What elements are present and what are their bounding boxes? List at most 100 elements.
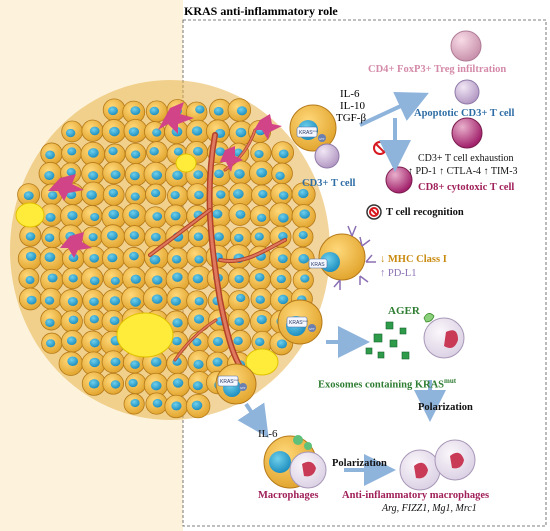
tumor-cell-nucleus xyxy=(68,315,79,325)
exosomes-label: Exosomes containing KRASmut xyxy=(318,377,457,391)
tumor-cell-nucleus xyxy=(193,146,203,156)
tumor-cell-nucleus xyxy=(88,379,100,389)
kras-tag-text: KRAS xyxy=(311,262,325,268)
tumor-cell-nucleus xyxy=(215,147,225,156)
tumor-cell-nucleus xyxy=(300,274,310,283)
anti-macrophages-label: Anti-inflammatory macrophages xyxy=(342,490,490,501)
tumor-cell-nucleus xyxy=(68,253,79,262)
panel-title: KRAS anti-inflammatory role xyxy=(184,4,338,18)
tumor-cell-nucleus xyxy=(152,128,162,137)
tumor-cell-nucleus xyxy=(236,106,248,116)
cd3-t-cell-label: CD3+ T cell xyxy=(302,178,356,189)
tumor-cell-nucleus xyxy=(212,357,223,367)
tumor-cell-nucleus xyxy=(67,356,79,366)
gtp-tag: GTP xyxy=(319,137,325,141)
tumor-cell-nucleus xyxy=(109,316,120,326)
tumor-cell-nucleus xyxy=(110,380,121,389)
tumor-cell-nucleus xyxy=(25,232,36,241)
tumor-cell-nucleus xyxy=(152,212,163,221)
tumor-cell-nucleus xyxy=(86,190,97,200)
t-cell-recognition-label: T cell recognition xyxy=(386,207,464,218)
tumor-cell-nucleus xyxy=(254,337,265,347)
exosomes xyxy=(365,313,465,360)
tumor-cell-nucleus xyxy=(128,378,138,388)
tumor-cell-nucleus xyxy=(44,252,56,262)
apoptotic-label: Apoptotic CD3+ T cell xyxy=(414,108,515,119)
tumor-cell-nucleus xyxy=(26,295,37,305)
tumor-cell-nucleus xyxy=(277,294,289,305)
tumor-cell-nucleus xyxy=(233,336,243,346)
tumor-cell-nucleus xyxy=(67,296,78,307)
tumor-cell-nucleus xyxy=(278,191,289,200)
gtp-tag: GTP xyxy=(309,327,315,331)
tumor-cell-nucleus xyxy=(193,359,204,369)
kras-tags: KRASmut KRASmut KRASmut KRAS GTP GTP GTP xyxy=(217,126,328,391)
tumor-cell-nucleus xyxy=(152,275,163,285)
tumor-cell-nucleus xyxy=(131,150,141,159)
tumor-cell-nucleus xyxy=(234,233,244,243)
tumor-cell-nucleus xyxy=(150,232,161,242)
arrow-to-apoptotic xyxy=(359,91,429,127)
tumor-cell-nucleus xyxy=(90,212,100,222)
tumor-cell-nucleus xyxy=(88,233,98,242)
tumor-cell-nucleus xyxy=(67,210,78,221)
tumor-cell-nucleus xyxy=(45,150,55,160)
tumor-cell-nucleus xyxy=(89,253,100,263)
tumor-cell-nucleus xyxy=(47,191,58,200)
ager-label: AGER xyxy=(388,305,420,317)
tumor-cell-nucleus xyxy=(130,274,141,284)
tumor-cell-nucleus xyxy=(170,191,180,200)
gtp-tag: GTP xyxy=(240,386,246,390)
exhaustion-markers: ↑ PD-1 ↑ CTLA-4 ↑ TIM-3 xyxy=(408,166,518,177)
exhaustion-label: CD3+ T cell exhaustion xyxy=(418,153,514,164)
tumor-cell-nucleus xyxy=(172,318,183,328)
tumor-cell-nucleus xyxy=(89,276,100,286)
tumor-cell-nucleus xyxy=(234,169,245,179)
tumor-cell-nucleus xyxy=(214,169,224,179)
tumor-cell-nucleus xyxy=(150,189,161,198)
tumor-cell-nucleus xyxy=(44,233,55,242)
tumor-cell-nucleus xyxy=(278,149,289,159)
tumor-cell-nucleus xyxy=(128,127,140,137)
tumor-cell-nucleus xyxy=(256,167,268,178)
tumor-cell-nucleus xyxy=(87,148,99,158)
tumor-cell-nucleus xyxy=(25,251,37,261)
tumor-cell-nucleus xyxy=(128,209,140,219)
kras-tag-text: KRASmut xyxy=(220,378,239,385)
tumor-cell-nucleus xyxy=(110,170,121,180)
tumor-cell-nucleus xyxy=(255,295,265,304)
tumor-cell-nucleus xyxy=(171,401,182,411)
cytokine-il10: IL-10 xyxy=(340,100,366,112)
tumor-cell-nucleus xyxy=(109,296,121,306)
tumor-cell-nucleus xyxy=(108,188,119,198)
tumor-cell-nucleus xyxy=(108,209,120,220)
tumor-cell-nucleus xyxy=(130,398,140,408)
tumor-mass xyxy=(10,80,330,420)
tumor-cell-nucleus xyxy=(256,314,267,325)
tumor-cell-nucleus xyxy=(216,190,226,199)
tumor-cell-nucleus xyxy=(110,276,120,285)
tumor-cell-nucleus xyxy=(108,106,118,116)
tumor-cell-nucleus xyxy=(170,211,181,221)
tumor-cell-nucleus xyxy=(172,336,182,346)
tumor-cell-nucleus xyxy=(45,318,55,327)
tumor-cell-nucleus xyxy=(151,381,162,391)
tumor-cell-nucleus xyxy=(152,398,163,408)
tumor-cell-nucleus xyxy=(172,272,183,282)
apoptotic-t-cell xyxy=(454,79,480,105)
tumor-cell-nucleus xyxy=(232,189,244,199)
tumor-cell-nucleus xyxy=(23,191,34,201)
tumor-cell-nucleus xyxy=(214,232,224,242)
exhausted-t-cell xyxy=(451,117,483,149)
pdl1-label: ↑ PD-L1 xyxy=(380,268,417,279)
tumor-cell-nucleus xyxy=(89,338,100,348)
tumor-cell-nucleus xyxy=(172,378,184,388)
tumor-cell-nucleus xyxy=(44,296,55,305)
treg-label: CD4+ FoxP3+ Treg infiltration xyxy=(368,64,507,75)
tumor-cell-nucleus xyxy=(129,251,139,261)
cd8-label: CD8+ cytotoxic T cell xyxy=(418,182,515,193)
tumor-cell-nucleus xyxy=(192,381,203,391)
tumor-cell-nucleus xyxy=(65,128,76,138)
